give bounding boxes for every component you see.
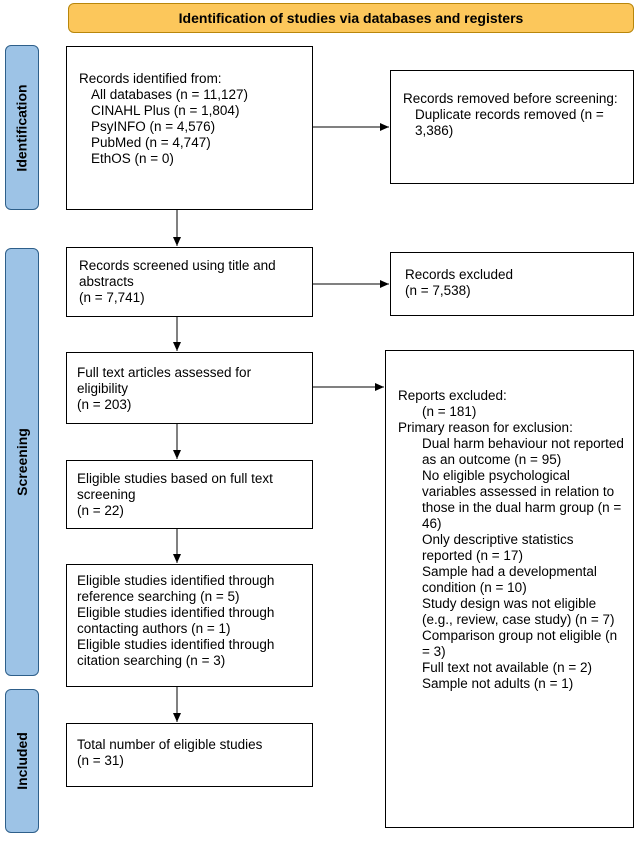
header-title: Identification of studies via databases … bbox=[178, 10, 524, 26]
phase-identification: Identification bbox=[5, 45, 39, 210]
exclusion-reason: Sample not adults (n = 1) bbox=[422, 676, 574, 691]
records-identified-item: PubMed (n = 4,747) bbox=[91, 135, 211, 150]
records-excluded-box: Records excluded (n = 7,538) bbox=[390, 252, 634, 316]
full-text-box: Full text articles assessed for eligibil… bbox=[66, 352, 313, 424]
eligible-full-text-box: Eligible studies based on full text scre… bbox=[66, 460, 313, 529]
additional-studies-box: Eligible studies identified through refe… bbox=[66, 564, 313, 687]
records-excluded-count: (n = 7,538) bbox=[405, 283, 471, 298]
exclusion-reason: Dual harm behaviour not reported as an o… bbox=[422, 436, 624, 467]
records-removed-box: Records removed before screening: Duplic… bbox=[390, 70, 634, 184]
additional-study-item: Eligible studies identified through cont… bbox=[77, 605, 275, 636]
records-identified-item: All databases (n = 11,127) bbox=[91, 87, 248, 102]
total-studies-box: Total number of eligible studies (n = 31… bbox=[66, 723, 313, 787]
records-removed-heading: Records removed before screening: bbox=[403, 91, 618, 106]
exclusion-reason: Only descriptive statistics reported (n … bbox=[422, 532, 574, 563]
additional-study-item: Eligible studies identified through refe… bbox=[77, 573, 275, 604]
records-screened-box: Records screened using title and abstrac… bbox=[66, 247, 313, 317]
exclusion-reason: Full text not available (n = 2) bbox=[422, 660, 592, 675]
eligible-full-text-count: (n = 22) bbox=[77, 503, 124, 518]
reports-excluded-count: (n = 181) bbox=[422, 404, 477, 419]
records-identified-item: EthOS (n = 0) bbox=[91, 151, 174, 166]
eligible-full-text-text: Eligible studies based on full text scre… bbox=[77, 471, 273, 502]
exclusion-reason: Sample had a developmental condition (n … bbox=[422, 564, 597, 595]
additional-study-item: Eligible studies identified through cita… bbox=[77, 637, 275, 668]
records-screened-count: (n = 7,741) bbox=[79, 290, 145, 305]
exclusion-reason: Comparison group not eligible (n = 3) bbox=[422, 628, 618, 659]
records-excluded-text: Records excluded bbox=[405, 267, 514, 282]
full-text-text: Full text articles assessed for eligibil… bbox=[77, 365, 252, 396]
full-text-count: (n = 203) bbox=[77, 397, 132, 412]
exclusion-reason: Study design was not eligible (e.g., rev… bbox=[422, 596, 615, 627]
records-removed-detail: Duplicate records removed (n = 3,386) bbox=[415, 107, 604, 138]
total-studies-count: (n = 31) bbox=[77, 753, 124, 768]
reports-excluded-heading: Reports excluded: bbox=[398, 388, 507, 403]
header-banner: Identification of studies via databases … bbox=[68, 3, 634, 33]
records-identified-box: Records identified from: All databases (… bbox=[66, 46, 313, 210]
phase-included: Included bbox=[5, 689, 39, 833]
records-screened-text: Records screened using title and abstrac… bbox=[79, 258, 276, 289]
phase-screening: Screening bbox=[5, 248, 39, 676]
exclusion-reason: No eligible psychological variables asse… bbox=[422, 468, 622, 531]
reports-excluded-reason-heading: Primary reason for exclusion: bbox=[398, 420, 573, 435]
records-identified-item: CINAHL Plus (n = 1,804) bbox=[91, 103, 240, 118]
total-studies-text: Total number of eligible studies bbox=[77, 737, 263, 752]
reports-excluded-box: Reports excluded: (n = 181) Primary reas… bbox=[385, 350, 634, 828]
records-identified-item: PsyINFO (n = 4,576) bbox=[91, 119, 216, 134]
records-identified-heading: Records identified from: bbox=[79, 71, 222, 86]
